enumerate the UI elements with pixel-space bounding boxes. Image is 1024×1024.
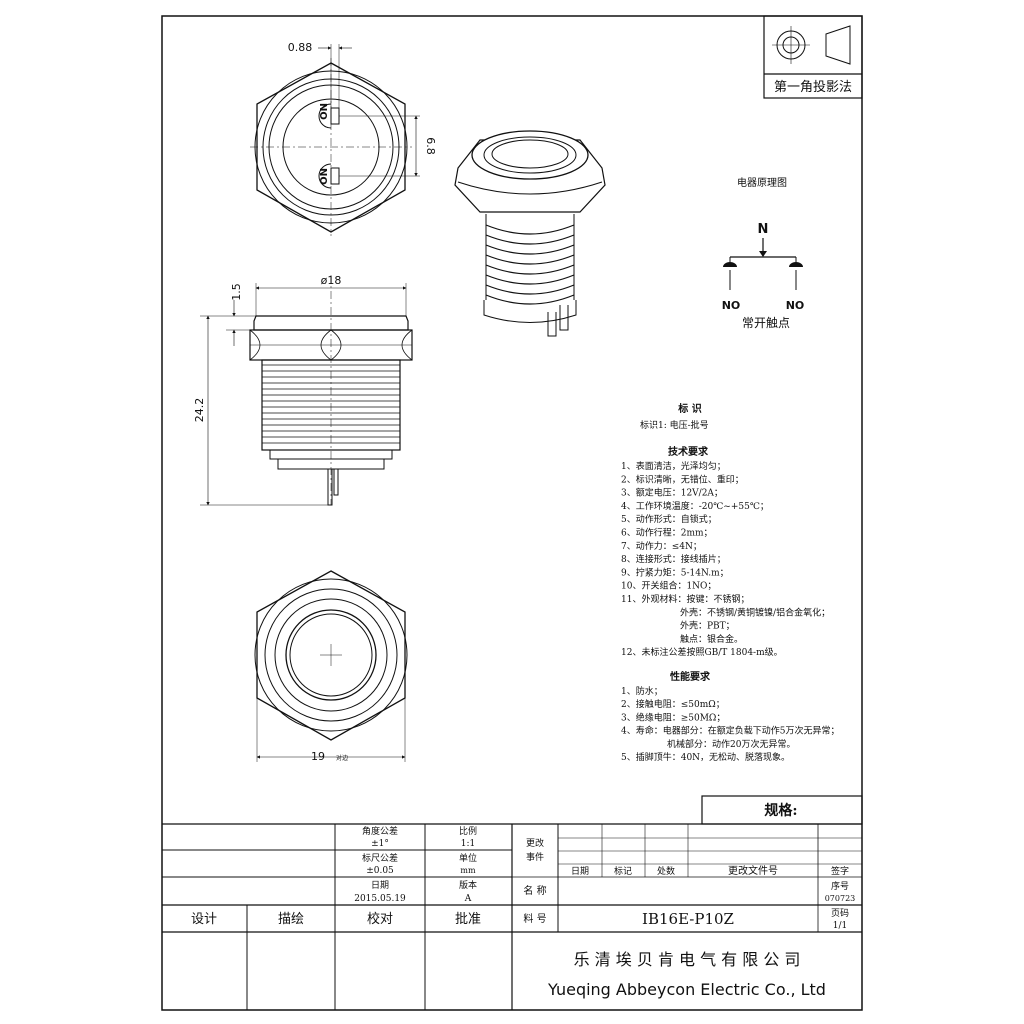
- date-value: 2015.05.19: [354, 894, 406, 904]
- check-label: 校对: [367, 911, 393, 927]
- unit-value: mm: [460, 866, 476, 875]
- perf-item: 3、绝缘电阻：≥50MΩ；: [621, 711, 725, 723]
- dim-across-flats-suffix: 对边: [336, 754, 348, 762]
- rev-header-date: 日期: [571, 866, 589, 877]
- terminal-label-bottom: NO: [317, 168, 328, 185]
- dim-pin-pitch: 6.8: [424, 137, 437, 155]
- rev-header-sign: 签字: [831, 865, 849, 877]
- tech-item: 3、额定电压：12V/2A；: [621, 487, 723, 499]
- part-no-value: IB16E-P10Z: [642, 910, 734, 928]
- tech-item: 外壳：不锈钢/黄铜镀镍/铝合金氧化；: [680, 606, 830, 618]
- unit-label: 单位: [459, 852, 477, 864]
- top-view: NO NO 0.88 6.8: [250, 41, 437, 236]
- circuit-diagram: 电器原理图 N NO NO 常开触点: [722, 176, 805, 330]
- circuit-title: 电器原理图: [737, 176, 787, 189]
- tech-item: 触点：银合金。: [680, 633, 743, 645]
- isometric-view: [454, 130, 606, 337]
- page-label: 页码: [831, 908, 849, 919]
- tech-item: 11、外观材料：按键：不锈钢；: [621, 593, 749, 605]
- dim-total-height: 24.2: [193, 398, 206, 423]
- tech-item: 外壳：PBT；: [680, 620, 735, 632]
- tech-item: 4、工作环境温度：-20℃~+55℃；: [621, 500, 769, 512]
- size-tol-label: 标尺公差: [362, 852, 398, 864]
- approve-label: 批准: [455, 912, 481, 927]
- marking-line: 标识1: 电压-批号: [640, 419, 709, 431]
- version-value: A: [464, 894, 472, 904]
- dim-diameter: ø18: [321, 274, 342, 287]
- angle-tol-label: 角度公差: [362, 825, 398, 837]
- name-label: 名 称: [523, 884, 546, 897]
- tech-item: 1、表面清洁，光泽均匀；: [621, 460, 726, 472]
- circuit-common-label: N: [758, 222, 769, 237]
- angle-tol-value: ±1°: [371, 839, 389, 849]
- tech-item: 6、动作行程：2mm；: [621, 527, 713, 539]
- spec-label: 规格:: [764, 802, 797, 819]
- tech-item: 10、开关组合：1NO；: [621, 580, 716, 592]
- title-block-text: 规格: 角度公差 ±1° 比例 1:1 更改 事件 标尺公差 ±0.05 单位 …: [191, 802, 855, 999]
- tech-requirements: 1、表面清洁，光泽均匀；2、标识清晰，无错位、重印； 3、额定电压：12V/2A；…: [621, 460, 830, 658]
- title-block: [162, 795, 863, 1010]
- rev-header-doc: 更改文件号: [728, 864, 778, 877]
- circuit-right-label: NO: [786, 299, 805, 312]
- notes: 标 识 标识1: 电压-批号 技术要求 1、表面清洁，光泽均匀；2、标识清晰，无…: [621, 402, 839, 763]
- perf-title: 性能要求: [669, 670, 711, 683]
- terminal-label-top: NO: [317, 103, 328, 120]
- scale-value: 1:1: [461, 839, 475, 849]
- tech-title: 技术要求: [668, 445, 709, 458]
- projection-label: 第一角投影法: [774, 79, 852, 95]
- tech-item: 2、标识清晰，无错位、重印；: [621, 473, 744, 485]
- date-label: 日期: [371, 880, 389, 891]
- perf-item: 2、接触电阻：≤50mΩ；: [621, 698, 725, 710]
- tech-item: 8、连接形式：接线插片；: [621, 553, 726, 565]
- scale-label: 比例: [459, 825, 477, 837]
- design-label: 设计: [191, 912, 217, 927]
- perf-item: 5、插脚顶牛：40N，无松动、脱落现象。: [621, 751, 790, 763]
- circuit-left-label: NO: [722, 299, 741, 312]
- draw-label: 描绘: [278, 912, 304, 927]
- tech-item: 12、未标注公差按照GB/T 1804-m级。: [621, 646, 783, 658]
- performance-requirements: 1、防水；2、接触电阻：≤50mΩ；3、绝缘电阻：≥50MΩ； 4、寿命：电器部分…: [621, 685, 839, 763]
- company-en: Yueqing Abbeycon Electric Co., Ltd: [547, 980, 826, 999]
- perf-item: 机械部分：动作20万次无异常。: [667, 738, 795, 750]
- side-view: ø18 1.5 24.2: [193, 274, 413, 506]
- dim-across-flats: 19: [311, 750, 325, 763]
- part-no-label: 料 号: [523, 912, 546, 925]
- circuit-caption: 常开触点: [742, 316, 790, 330]
- dim-pin-gap: 0.88: [288, 41, 313, 54]
- version-label: 版本: [459, 879, 477, 891]
- rev-header-count: 处数: [657, 865, 675, 877]
- perf-item: 4、寿命：电器部分：在额定负载下动作5万次无异常；: [621, 725, 839, 737]
- serial-label: 序号: [831, 880, 849, 892]
- rev-header-mark: 标记: [614, 865, 632, 877]
- marking-title: 标 识: [677, 402, 701, 415]
- projection-symbol: 第一角投影法: [763, 15, 863, 99]
- size-tol-value: ±0.05: [366, 866, 394, 876]
- company-cn: 乐 清 埃 贝 肯 电 气 有 限 公 司: [574, 950, 801, 969]
- front-view: 19 对边: [254, 570, 408, 763]
- tech-item: 5、动作形式：自锁式；: [621, 513, 717, 525]
- page-value: 1/1: [833, 921, 847, 931]
- dim-flange-height: 1.5: [230, 283, 243, 301]
- tech-item: 7、动作力：≤4N；: [621, 540, 702, 552]
- change-label-1: 更改: [526, 837, 544, 849]
- change-label-2: 事件: [526, 851, 544, 863]
- tech-item: 9、拧紧力矩：5-14N.m；: [621, 566, 729, 578]
- perf-item: 1、防水；: [621, 685, 663, 697]
- serial-value: 070723: [825, 894, 856, 903]
